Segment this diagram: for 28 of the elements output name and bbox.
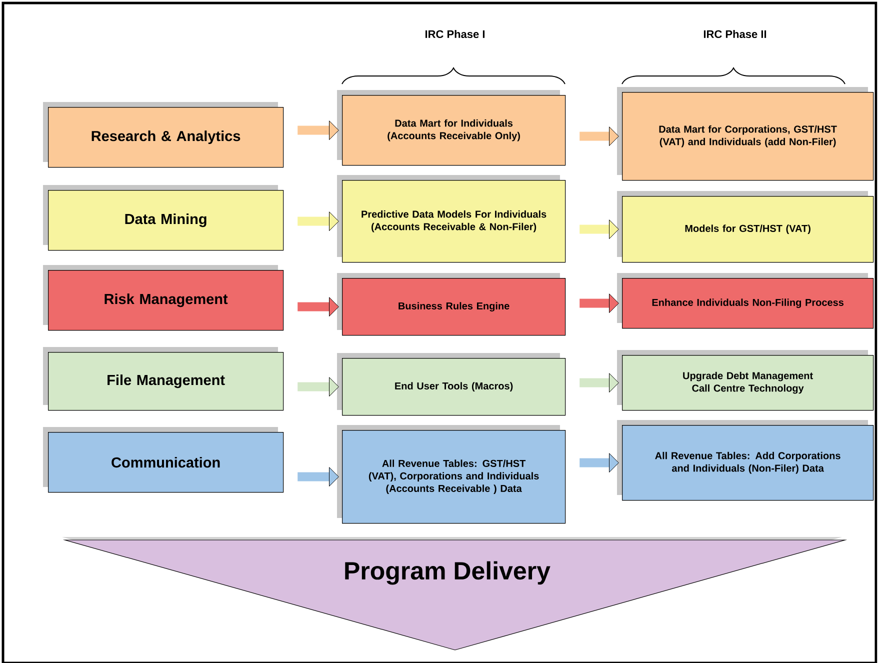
project-box: Enhance Individuals Non-Filing Process <box>617 273 874 329</box>
block-arrow <box>580 294 619 313</box>
project-box: End User Tools (Macros) <box>337 353 566 416</box>
category-box: Communication <box>43 427 284 493</box>
project-box: Models for GST/HST (VAT) <box>617 191 874 263</box>
project-box: Business Rules Engine <box>337 273 566 336</box>
project-box: Data Mart for Corporations, GST/HST (VAT) and Individuals (add Non-Filer) <box>617 87 874 181</box>
project-box: Predictive Data Models For Individuals (Accounts Receivable & Non-Filer) <box>337 175 566 263</box>
block-arrow <box>580 126 619 146</box>
project-box: All Revenue Tables: Add Corporations and Individuals (Non-Filer) Data <box>617 420 874 501</box>
phase-heading: IRC Phase I <box>425 30 485 38</box>
block-arrow <box>580 220 619 239</box>
category-box: File Management <box>43 347 284 411</box>
project-box: Upgrade Debt Management Call Centre Technology <box>617 350 874 411</box>
category-box: Risk Management <box>43 265 284 331</box>
delivery-triangle: Program Delivery <box>62 537 848 650</box>
category-box: Data Mining <box>43 185 284 251</box>
category-box: Research & Analytics <box>43 102 284 168</box>
project-box: All Revenue Tables: GST/HST (VAT), Corporations and Individuals (Accounts Receivable ) Data <box>337 425 566 524</box>
block-arrow <box>298 120 339 140</box>
project-box: Data Mart for Individuals (Accounts Receivable Only) <box>337 90 566 166</box>
phase-heading: IRC Phase II <box>704 30 766 38</box>
block-arrow <box>298 212 339 231</box>
block-arrow <box>298 467 339 486</box>
block-arrow <box>298 297 339 316</box>
block-arrow <box>580 453 619 472</box>
block-arrow <box>580 373 619 392</box>
block-arrow <box>298 377 339 396</box>
